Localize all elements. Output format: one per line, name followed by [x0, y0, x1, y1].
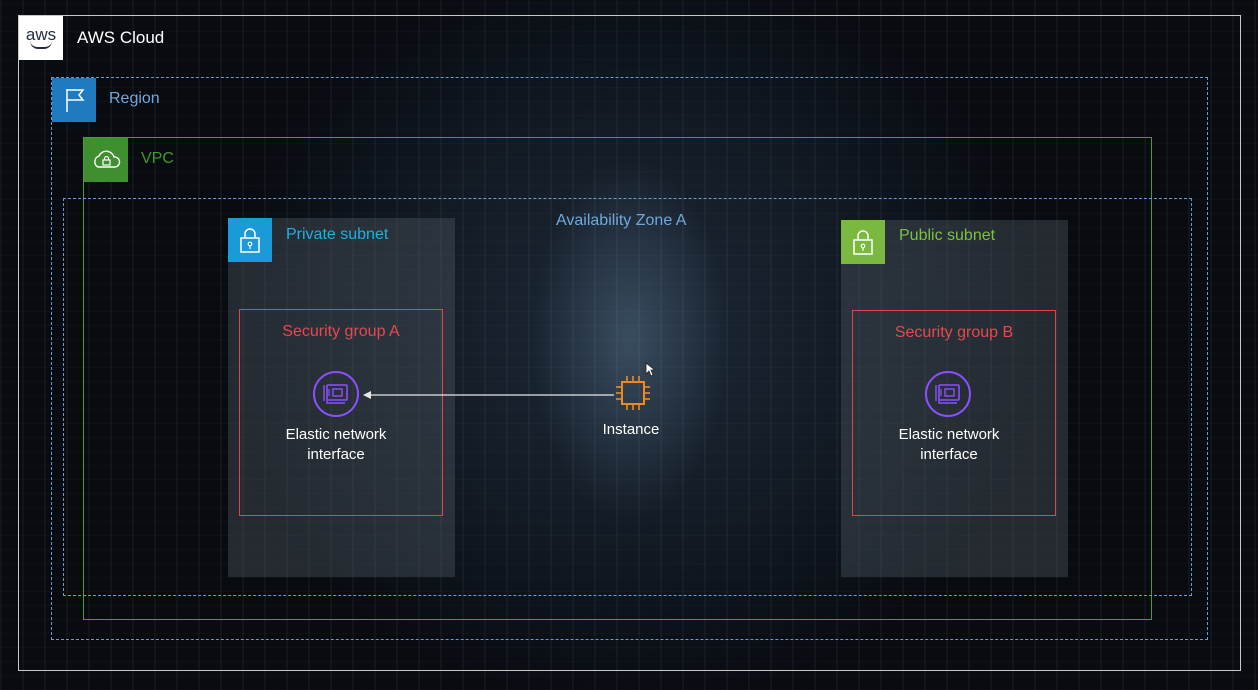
padlock-icon [841, 220, 885, 264]
chip-icon [614, 374, 652, 412]
eni-a-label-line1: Elastic network [285, 426, 387, 443]
eni-a-caption: Elastic network interface [266, 425, 406, 465]
aws-cloud-label: AWS Cloud [77, 28, 165, 47]
security-group-b-label: Security group B [894, 324, 1014, 341]
network-card-icon [924, 370, 972, 418]
eni-a-label-line2: interface [307, 446, 365, 463]
aws-logo-text: aws [25, 25, 57, 44]
padlock-icon [228, 218, 272, 262]
instance-to-eni-arrow [363, 391, 614, 399]
availability-zone-group: Availability Zone A [63, 198, 1192, 596]
vpc-group: VPC [83, 137, 1152, 620]
availability-zone-label: Availability Zone A [556, 212, 687, 229]
public-subnet-label: Public subnet [899, 227, 996, 244]
region-group: Region [51, 77, 1208, 640]
cloud-lock-icon [84, 138, 128, 182]
public-subnet-group: Public subnet [841, 220, 1068, 577]
aws-cloud-group: aws AWS Cloud [18, 15, 1241, 671]
region-label: Region [109, 90, 160, 107]
eni-b-label-line2: interface [920, 446, 978, 463]
aws-logo-smile-icon [30, 41, 52, 49]
instance-label: Instance [602, 421, 660, 438]
private-subnet-group: Private subnet [228, 218, 455, 577]
security-group-a-label: Security group A [282, 323, 400, 340]
vpc-label: VPC [141, 150, 174, 167]
aws-logo: aws [19, 16, 63, 60]
flag-icon [52, 78, 96, 122]
security-group-b: Security group B [852, 310, 1056, 516]
mouse-cursor-icon [645, 362, 657, 377]
security-group-a: Security group A [239, 309, 443, 516]
eni-b-caption: Elastic network interface [879, 425, 1019, 465]
eni-b-label-line1: Elastic network [898, 426, 1000, 443]
private-subnet-label: Private subnet [286, 226, 389, 243]
network-card-icon [312, 370, 360, 418]
